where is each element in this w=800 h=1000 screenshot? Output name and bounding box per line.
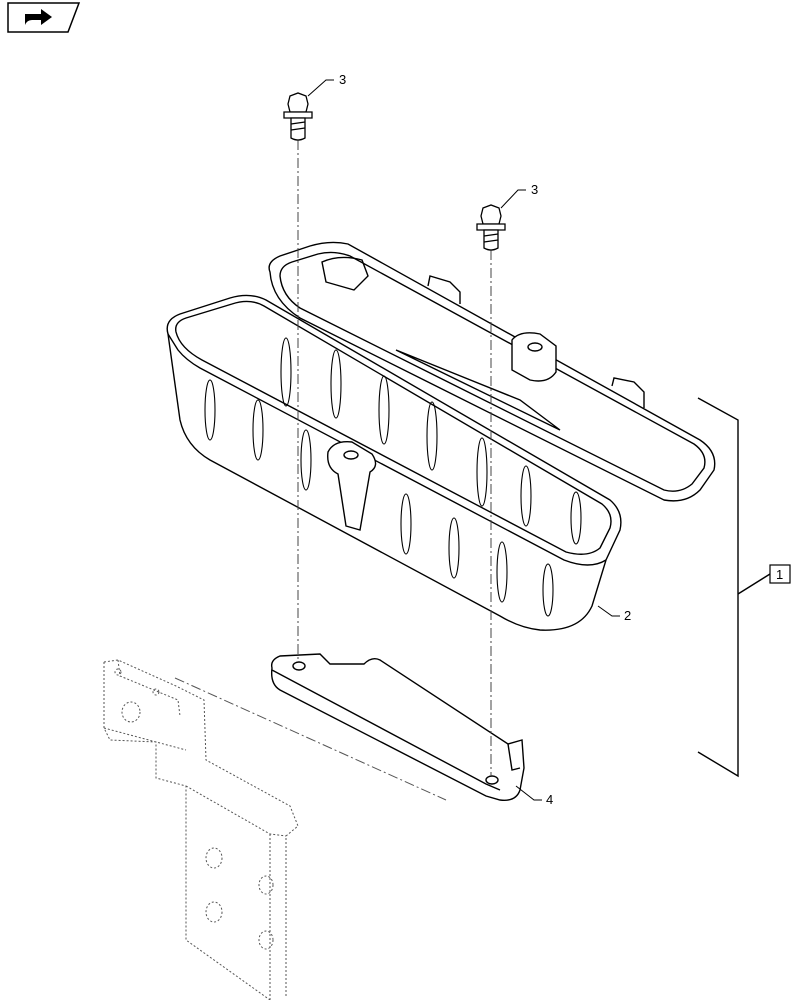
svg-text:4: 4: [546, 792, 553, 807]
svg-text:1: 1: [776, 567, 783, 582]
bracket: [270, 653, 525, 801]
svg-text:3: 3: [339, 72, 346, 87]
callout-1-box: 1: [769, 564, 791, 584]
callout-2: 2: [624, 608, 631, 623]
toolbox-lid: [268, 241, 716, 502]
callout-4: 4: [546, 792, 553, 807]
mounting-plate: [103, 659, 299, 1000]
svg-text:2: 2: [624, 608, 631, 623]
bolt-top: [283, 92, 313, 141]
nav-button[interactable]: [7, 2, 81, 33]
callout-3-right: 3: [531, 182, 538, 197]
assembly-bracket: [697, 397, 771, 778]
alignment-line-plate: [174, 677, 447, 801]
callout-3-top: 3: [339, 72, 346, 87]
toolbox-body: [166, 294, 622, 631]
arrow-right-icon: [25, 9, 52, 25]
bolt-right: [476, 204, 506, 251]
svg-text:3: 3: [531, 182, 538, 197]
